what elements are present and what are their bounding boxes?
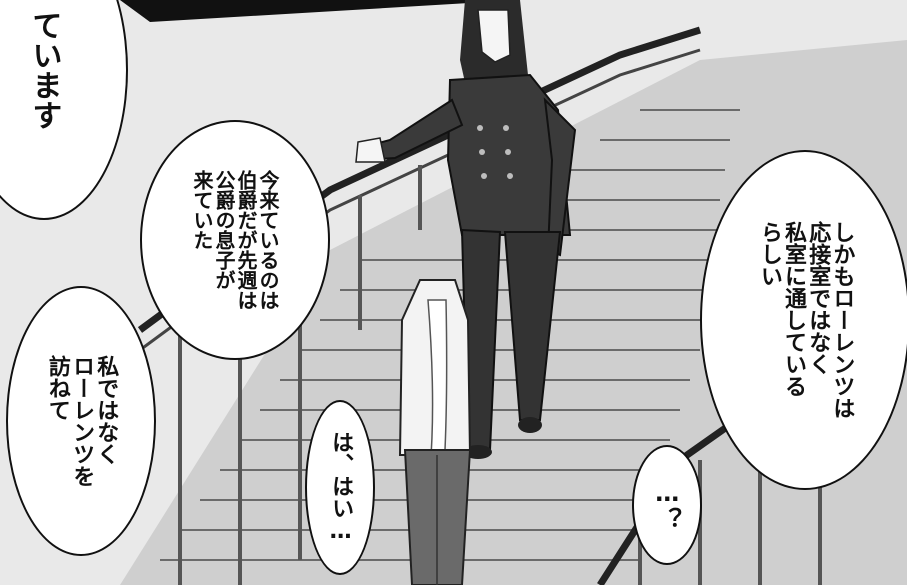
speech-bubble-4-text: は、はい… <box>328 431 354 544</box>
speech-bubble-3: 私ではなく ローレンツを 訪ねて <box>6 286 156 556</box>
speech-bubble-6-text: …？ <box>653 479 682 531</box>
speech-bubble-1-text: ています <box>26 10 62 130</box>
speech-bubble-4: は、はい… <box>305 400 375 575</box>
speech-bubble-5-text: しかもローレンツは 応接室ではなく 私室に通している らしい <box>756 221 855 419</box>
speech-bubble-2: 今来ているのは 伯爵だが先週は 公爵の息子が 来ていた <box>140 120 330 360</box>
speech-bubble-2-text: 今来ているのは 伯爵だが先週は 公爵の息子が 来ていた <box>190 170 280 310</box>
girl-figure <box>398 279 472 585</box>
speech-bubble-6: …？ <box>632 445 702 565</box>
speech-bubble-5: しかもローレンツは 応接室ではなく 私室に通している らしい <box>700 150 907 490</box>
speech-bubble-3-text: 私ではなく ローレンツを 訪ねて <box>44 355 119 487</box>
